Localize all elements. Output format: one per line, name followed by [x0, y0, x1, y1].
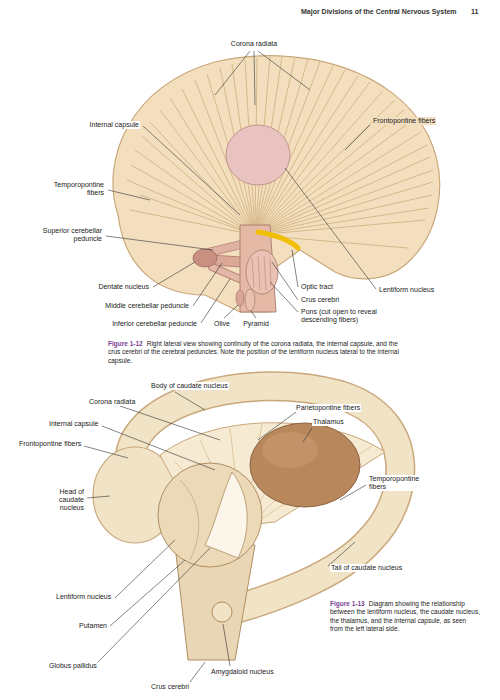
caudate-nucleus-shape — [129, 386, 400, 612]
part-label: Internal capsule — [48, 420, 99, 428]
part-label: Olive — [213, 320, 231, 328]
caption-text: Right lateral view showing continuity of… — [108, 340, 399, 364]
figure-number: Figure 1-12 — [108, 340, 143, 347]
amygdaloid-shape — [212, 602, 232, 622]
part-label: Internal capsule — [89, 121, 140, 129]
superior-peduncle-fill — [210, 244, 243, 252]
figure-number: Figure 1-13 — [330, 600, 365, 607]
page-number: 11 — [470, 8, 479, 16]
part-label: Parietopontine fibers — [295, 404, 361, 412]
part-label: Head of caudate nucleus — [33, 488, 85, 512]
lentiform-nucleus-shape — [226, 125, 290, 185]
cerebral-hemisphere — [113, 56, 440, 312]
thalamus-highlight — [262, 432, 318, 468]
part-label: Crus cerebri — [300, 296, 340, 304]
caudate-outline — [129, 386, 400, 612]
part-label: Pyramid — [242, 320, 270, 328]
thalamus-shape — [250, 423, 360, 507]
part-label: Temporopontine fibers — [368, 475, 430, 491]
part-label: Corona radiata — [88, 398, 136, 406]
part-label: Putamen — [78, 622, 108, 630]
superior-peduncle — [210, 244, 243, 252]
descending-fibers — [252, 256, 271, 290]
radiating-fibers — [127, 57, 433, 248]
part-label: Temporopontine fibers — [48, 181, 105, 197]
putamen-shape — [158, 463, 262, 567]
part-label: Optic tract — [300, 283, 334, 291]
leader-lines — [84, 392, 366, 682]
part-label: Frontopontine fibers — [18, 440, 82, 448]
part-label: Thalamus — [312, 418, 345, 426]
part-label: Corona radiata — [230, 40, 278, 48]
running-head: Major Divisions of the Central Nervous S… — [300, 8, 458, 16]
olive-shape — [236, 290, 244, 306]
optic-tract-shape — [258, 232, 298, 248]
pyramid-shape — [245, 289, 255, 311]
globus-pallidus-shape — [205, 472, 247, 558]
pons — [246, 250, 278, 294]
part-label: Middle cerebellar peduncle — [104, 302, 190, 310]
part-label: Superior cerebellar peduncle — [39, 227, 103, 243]
part-label: Amygdaloid nucleus — [210, 668, 275, 676]
lentiform-division — [180, 480, 199, 560]
part-label: Lentiform nucleus — [55, 593, 112, 601]
part-label: Lentiform nucleus — [378, 286, 435, 294]
part-label: Pons (cut open to reveal descending fibe… — [300, 308, 407, 324]
part-label: Tail of caudate nucleus — [330, 564, 403, 572]
part-label: Dentate nucleus — [97, 283, 150, 291]
inferior-peduncle — [212, 267, 242, 280]
part-label: Frontopontine fibers — [372, 117, 436, 125]
part-label: Crus cerebri — [150, 683, 190, 691]
figure-caption: Figure 1-12Right lateral view showing co… — [108, 340, 400, 365]
inferior-peduncle-fill — [212, 267, 242, 280]
part-label: Body of caudate nucleus — [150, 382, 229, 390]
dentate-nucleus-shape — [193, 249, 217, 267]
part-label: Globus pallidus — [48, 662, 98, 670]
figure-caption: Figure 1-13Diagram showing the relations… — [330, 600, 480, 634]
part-label: Inferior cerebellar peduncle — [111, 320, 198, 328]
